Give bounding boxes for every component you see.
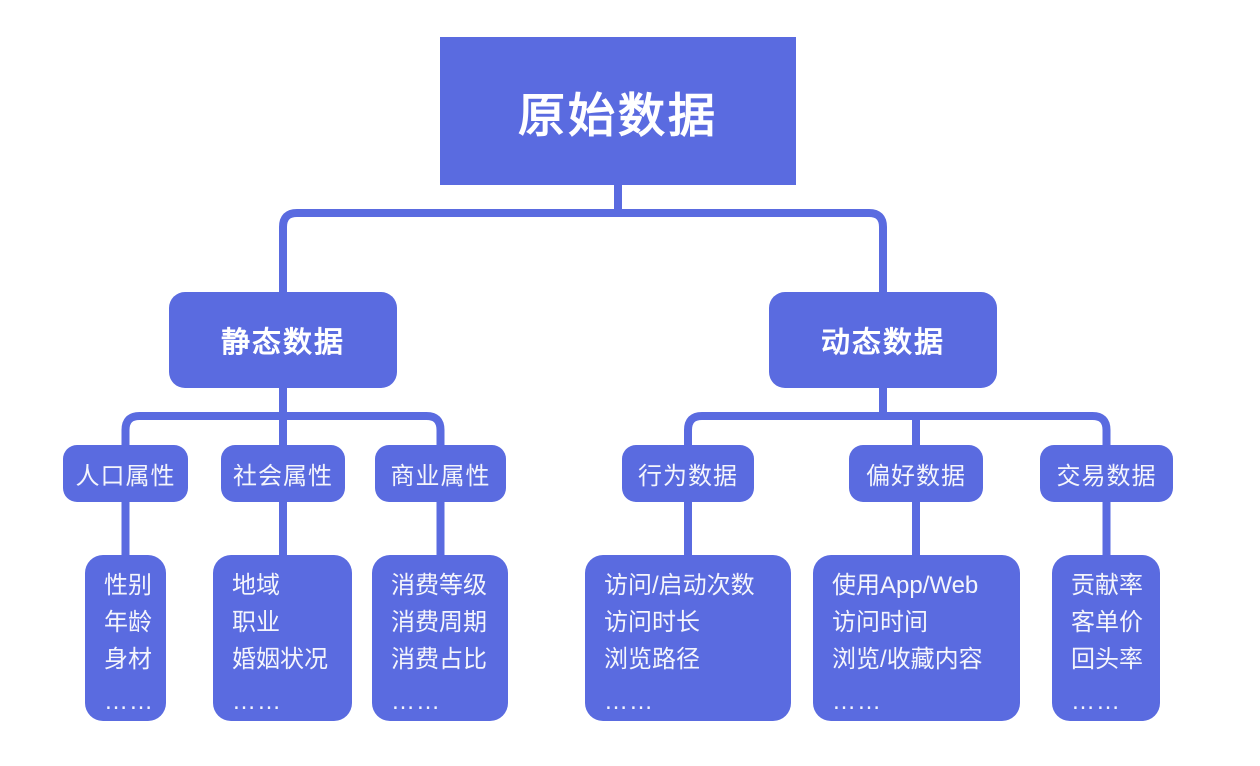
- leaf-item-ellipsis: ……: [232, 688, 282, 715]
- node-raw-data: 原始数据: [440, 37, 796, 185]
- leaf-item: 职业: [232, 609, 280, 636]
- node-static-data: 静态数据: [169, 292, 397, 388]
- node-demographic-attr: 人口属性: [63, 445, 188, 502]
- leaf-behavior-items: 访问/启动次数 访问时长 浏览路径 ……: [585, 555, 791, 721]
- leaf-item: 客单价: [1071, 609, 1143, 636]
- leaf-item-ellipsis: ……: [832, 688, 882, 715]
- node-label: 动态数据: [820, 327, 945, 359]
- leaf-item: 浏览路径: [604, 646, 700, 673]
- leaf-item: 消费等级: [391, 572, 487, 599]
- node-label: 偏好数据: [866, 463, 966, 490]
- node-label: 社会属性: [233, 463, 333, 490]
- leaf-item: 访问时长: [604, 609, 700, 636]
- leaf-item-ellipsis: ……: [104, 688, 154, 715]
- leaf-demographic-items: 性别 年龄 身材 ……: [85, 555, 166, 721]
- node-label: 行为数据: [638, 463, 738, 490]
- leaf-item: 身材: [104, 646, 152, 673]
- leaf-item: 性别: [104, 572, 152, 599]
- node-behavior-data: 行为数据: [622, 445, 754, 502]
- node-label: 交易数据: [1056, 463, 1157, 490]
- leaf-item: 回头率: [1071, 646, 1143, 673]
- leaf-preference-items: 使用App/Web 访问时间 浏览/收藏内容 ……: [813, 555, 1020, 721]
- leaf-social-items: 地域 职业 婚姻状况 ……: [213, 555, 352, 721]
- leaf-item: 地域: [232, 572, 280, 599]
- leaf-business-items: 消费等级 消费周期 消费占比 ……: [372, 555, 508, 721]
- leaf-item: 消费周期: [391, 609, 487, 636]
- leaf-item: 年龄: [104, 609, 152, 636]
- node-label: 人口属性: [75, 463, 176, 490]
- leaf-item-ellipsis: ……: [1071, 688, 1121, 715]
- leaf-item: 贡献率: [1071, 572, 1143, 599]
- node-label: 静态数据: [220, 327, 345, 359]
- node-label: 商业属性: [390, 463, 491, 490]
- leaf-item-ellipsis: ……: [391, 688, 441, 715]
- node-business-attr: 商业属性: [375, 445, 506, 502]
- node-social-attr: 社会属性: [221, 445, 345, 502]
- leaf-item: 访问时间: [832, 609, 928, 636]
- leaf-item: 使用App/Web: [832, 572, 979, 599]
- node-transaction-data: 交易数据: [1040, 445, 1173, 502]
- node-dynamic-data: 动态数据: [769, 292, 997, 388]
- leaf-item: 浏览/收藏内容: [832, 646, 983, 673]
- leaf-item: 访问/启动次数: [604, 572, 755, 599]
- node-preference-data: 偏好数据: [849, 445, 983, 502]
- leaf-transaction-items: 贡献率 客单价 回头率 ……: [1052, 555, 1160, 721]
- node-label: 原始数据: [518, 88, 718, 142]
- leaf-item: 婚姻状况: [232, 646, 328, 673]
- leaf-item: 消费占比: [391, 646, 487, 673]
- leaf-item-ellipsis: ……: [604, 688, 654, 715]
